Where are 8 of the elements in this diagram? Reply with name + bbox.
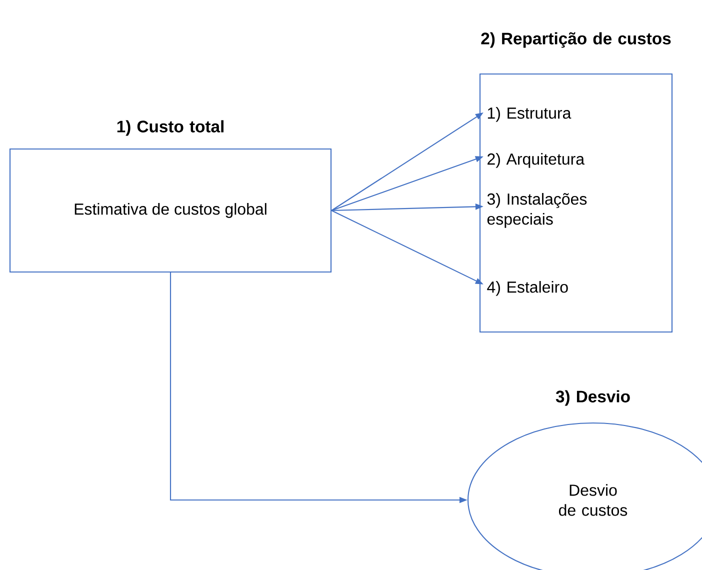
heading: 3) Desvio (556, 390, 630, 406)
heading: 1) Custo total (117, 120, 224, 136)
process-box: Estimativa de custos global (9, 148, 332, 273)
list-item: 3) Instalações especiais (487, 193, 587, 228)
list-item: 1) Estrutura (488, 107, 572, 122)
heading: 2) Repartição de custos (481, 32, 671, 48)
list-item: 2) Arquitetura (488, 153, 585, 168)
list-item: 4) Estaleiro (487, 281, 568, 296)
